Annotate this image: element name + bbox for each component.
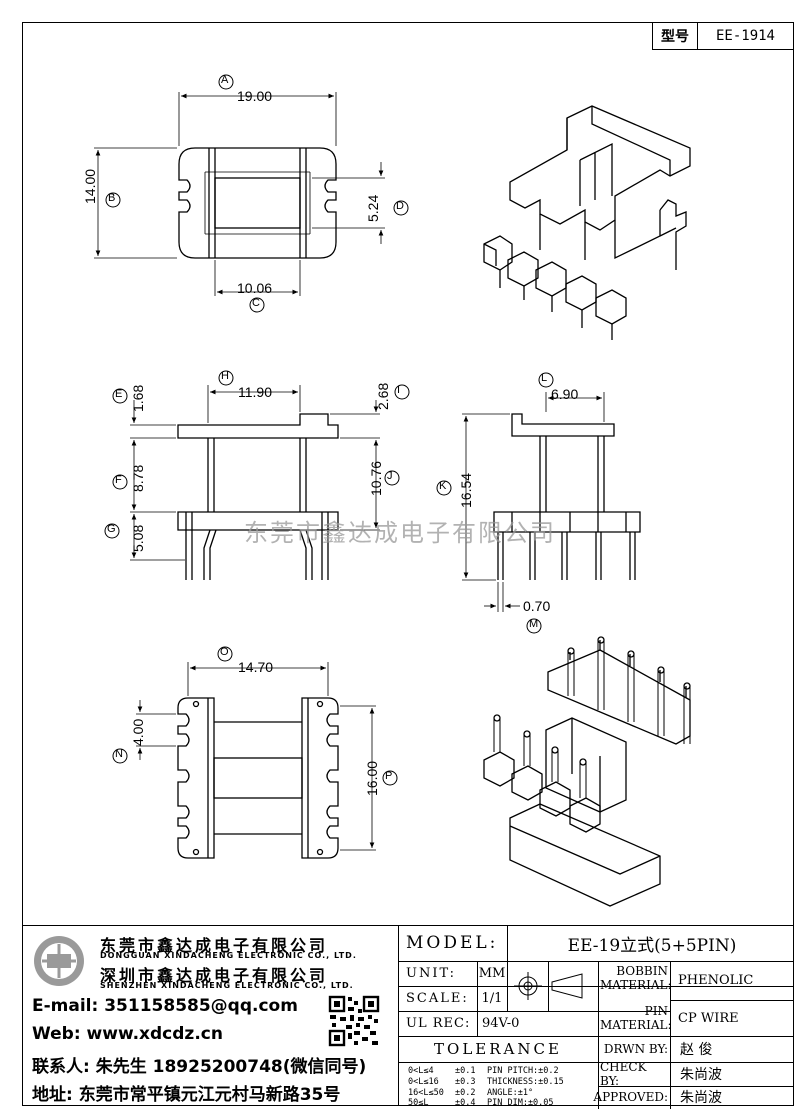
tol-r3c: ANGLE:±1°: [487, 1088, 534, 1098]
dim-d-tag: D: [396, 200, 404, 212]
title-block: [22, 925, 794, 1107]
bobbin-material-label: BOBBIN MATERIAL:: [600, 964, 672, 992]
dim-h-tag: H: [221, 370, 229, 382]
dim-e-tag: E: [115, 388, 123, 400]
dim-i-tag: I: [397, 384, 401, 396]
company-contact: 联系人: 朱先生 18925200748(微信同号): [32, 1057, 367, 1077]
tol-r4c: PIN DIM:±0.05: [487, 1098, 554, 1108]
dim-l-tag: L: [541, 372, 548, 384]
dim-h-value: 11.90: [238, 384, 272, 400]
company-name-dg-en: DONGGUAN XINDACHENG ELECTRONIC CO., LTD.: [100, 951, 357, 960]
dim-o-value: 14.70: [238, 659, 274, 675]
company-name-dg: 东莞市鑫达成电子有限公司: [100, 936, 329, 955]
company-name-sz: 深圳市鑫达成电子有限公司: [100, 966, 329, 985]
top-view: [94, 74, 409, 313]
dim-a-value: 19.00: [237, 88, 273, 104]
tol-r2c: THICKNESS:±0.15: [487, 1077, 564, 1087]
company-web: Web: www.xdcdz.cn: [32, 1024, 223, 1044]
dim-i-value: 2.68: [375, 382, 391, 410]
dim-c-value: 10.06: [237, 280, 273, 296]
tol-r1b: ±0.1: [455, 1066, 476, 1076]
dim-j-value: 10.76: [368, 460, 384, 496]
front-view: [104, 370, 410, 580]
tol-r3b: ±0.2: [455, 1088, 476, 1098]
tol-r3a: 16<L≤50: [408, 1088, 444, 1098]
dim-o-tag: O: [220, 646, 229, 658]
type-label: 型号: [653, 22, 698, 49]
bottom-view: [112, 646, 398, 859]
check-by-value: 朱尚波: [680, 1067, 722, 1083]
dim-b-tag: B: [108, 192, 116, 204]
scale-value: 1/1: [481, 991, 503, 1006]
drawn-by-value: 赵 俊: [680, 1042, 713, 1058]
ul-value: 94V-0: [482, 1016, 520, 1031]
dim-g-value: 5.08: [130, 524, 146, 552]
dim-n-value: 4.00: [130, 718, 146, 746]
company-name-sz-en: SHENZHEN XINDACHENG ELECTRONIC CO., LTD.: [100, 981, 354, 990]
dim-p-tag: P: [385, 770, 393, 782]
dim-a-tag: A: [221, 74, 229, 86]
scale-label: SCALE:: [406, 991, 469, 1006]
dim-f-value: 8.78: [130, 464, 146, 492]
dim-m-value: 0.70: [523, 598, 551, 614]
iso-view-bottom: [483, 636, 691, 907]
drawn-by-label: DRWN BY:: [603, 1042, 668, 1056]
projection-symbol-icon: [514, 972, 583, 1000]
side-view: [436, 372, 641, 634]
type-tag: 型号 EE-1914: [652, 22, 794, 50]
unit-label: UNIT:: [406, 966, 457, 981]
tol-r1a: 0<L≤4: [408, 1066, 434, 1076]
dim-l-value: 6.90: [551, 386, 579, 402]
company-address: 地址: 东莞市常平镇元江元村马新路35号: [32, 1085, 341, 1105]
bobbin-material-value: PHENOLIC: [678, 973, 754, 988]
dim-d-value: 5.24: [365, 194, 381, 222]
tolerance-title: TOLERANCE: [434, 1040, 562, 1058]
drawing-frame: [22, 22, 794, 1106]
dim-k-value: 16.54: [458, 472, 474, 508]
pin-material-label: PIN MATERIAL:: [600, 1004, 672, 1032]
approved-label: APPROVED:: [593, 1090, 668, 1104]
pin-material-value: CP WIRE: [678, 1010, 739, 1026]
company-logo-icon: [34, 936, 84, 986]
iso-view-top: [483, 105, 691, 340]
dim-j-tag: J: [387, 470, 393, 482]
dim-k-tag: K: [439, 480, 447, 492]
dim-g-tag: G: [107, 523, 116, 535]
watermark: 东莞市鑫达成电子有限公司: [244, 519, 556, 547]
dim-m-tag: M: [529, 618, 539, 630]
type-value: EE-1914: [715, 27, 775, 44]
approved-value: 朱尚波: [680, 1090, 722, 1106]
tol-r2b: ±0.3: [455, 1077, 476, 1087]
spec-grid: [398, 925, 795, 1106]
dim-b-value: 14.00: [82, 168, 98, 204]
tol-r4b: ±0.4: [455, 1098, 476, 1108]
model-value: EE-19立式(5+5PIN): [567, 935, 737, 956]
check-by-label: CHECK BY:: [600, 1060, 647, 1088]
tol-r1c: PIN PITCH:±0.2: [487, 1066, 559, 1076]
tol-r2a: 0<L≤16: [408, 1077, 439, 1087]
ul-label: UL REC:: [406, 1016, 471, 1031]
dim-n-tag: N: [115, 748, 123, 760]
dim-f-tag: F: [115, 474, 122, 486]
dim-p-value: 16.00: [364, 760, 380, 796]
dim-e-value: 1.68: [130, 384, 146, 412]
unit-value: MM: [478, 966, 506, 981]
company-email: E-mail: 351158585@qq.com: [32, 996, 298, 1016]
model-label: MODEL:: [406, 933, 499, 953]
dim-c-tag: C: [252, 297, 260, 309]
qr-code-icon: [328, 995, 380, 1047]
tol-r4a: 50≤L: [408, 1098, 429, 1108]
